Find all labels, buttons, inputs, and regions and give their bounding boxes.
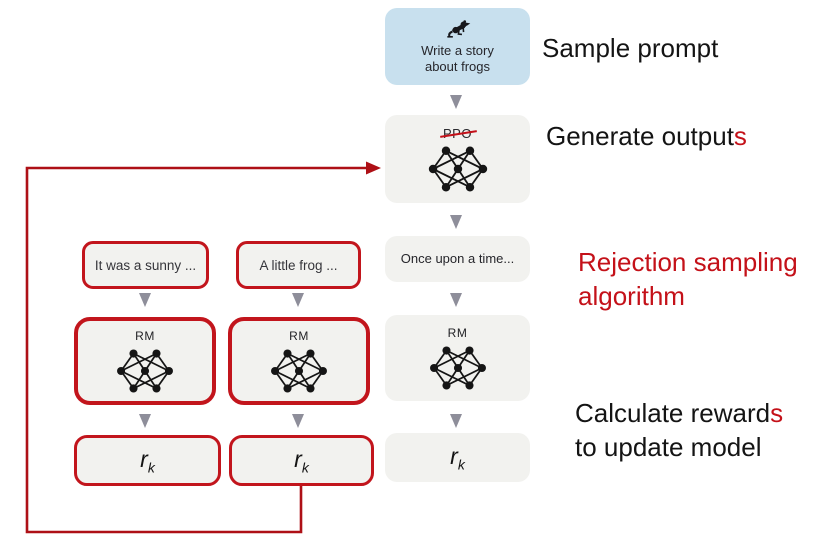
reward-model-box-center: RM xyxy=(385,315,530,401)
reward-value-box-2: rk xyxy=(229,435,374,486)
reward-symbol: r xyxy=(294,445,302,472)
neural-network-icon xyxy=(429,345,486,390)
policy-model-box: PPO xyxy=(385,115,530,203)
sample-output-text-1: It was a sunny ... xyxy=(94,257,197,273)
reward-model-box-1: RM xyxy=(74,317,216,405)
arrow-down-icon xyxy=(450,95,462,109)
reward-symbol: r xyxy=(140,445,148,472)
neural-network-icon xyxy=(428,146,487,191)
reward-value-box-center: rk xyxy=(385,433,530,482)
output-text: Once upon a time... xyxy=(400,251,515,266)
arrow-down-icon xyxy=(292,414,304,428)
sample-output-text-2: A little frog ... xyxy=(259,257,338,273)
sample-prompt-box: Write a story about frogs xyxy=(385,8,530,85)
rm-label: RM xyxy=(135,328,155,343)
prompt-line1: Write a story xyxy=(421,42,494,58)
output-text-box: Once upon a time... xyxy=(385,236,530,282)
arrow-down-icon xyxy=(292,293,304,307)
prompt-line2: about frogs xyxy=(424,58,491,74)
label-calculate-rewards: Calculate rewards to update model xyxy=(575,398,784,462)
rm-label: RM xyxy=(447,325,468,340)
frog-icon xyxy=(446,19,470,38)
label-sample-prompt: Sample prompt xyxy=(542,33,719,63)
sample-output-box-2: A little frog ... xyxy=(236,241,361,289)
neural-network-icon xyxy=(117,348,173,393)
sample-output-box-1: It was a sunny ... xyxy=(82,241,209,289)
reward-value-box-1: rk xyxy=(74,435,221,486)
neural-network-icon xyxy=(271,348,327,393)
arrow-down-icon xyxy=(450,215,462,229)
arrow-down-icon xyxy=(139,293,151,307)
arrow-down-icon xyxy=(450,414,462,428)
reward-model-box-2: RM xyxy=(228,317,370,405)
label-generate-outputs: Generate outputs xyxy=(546,121,747,151)
label-rejection-sampling: Rejection sampling algorithm xyxy=(578,247,798,311)
arrow-down-icon xyxy=(450,293,462,307)
reward-symbol: r xyxy=(450,442,458,469)
arrow-down-icon xyxy=(139,414,151,428)
rm-label: RM xyxy=(289,328,309,343)
